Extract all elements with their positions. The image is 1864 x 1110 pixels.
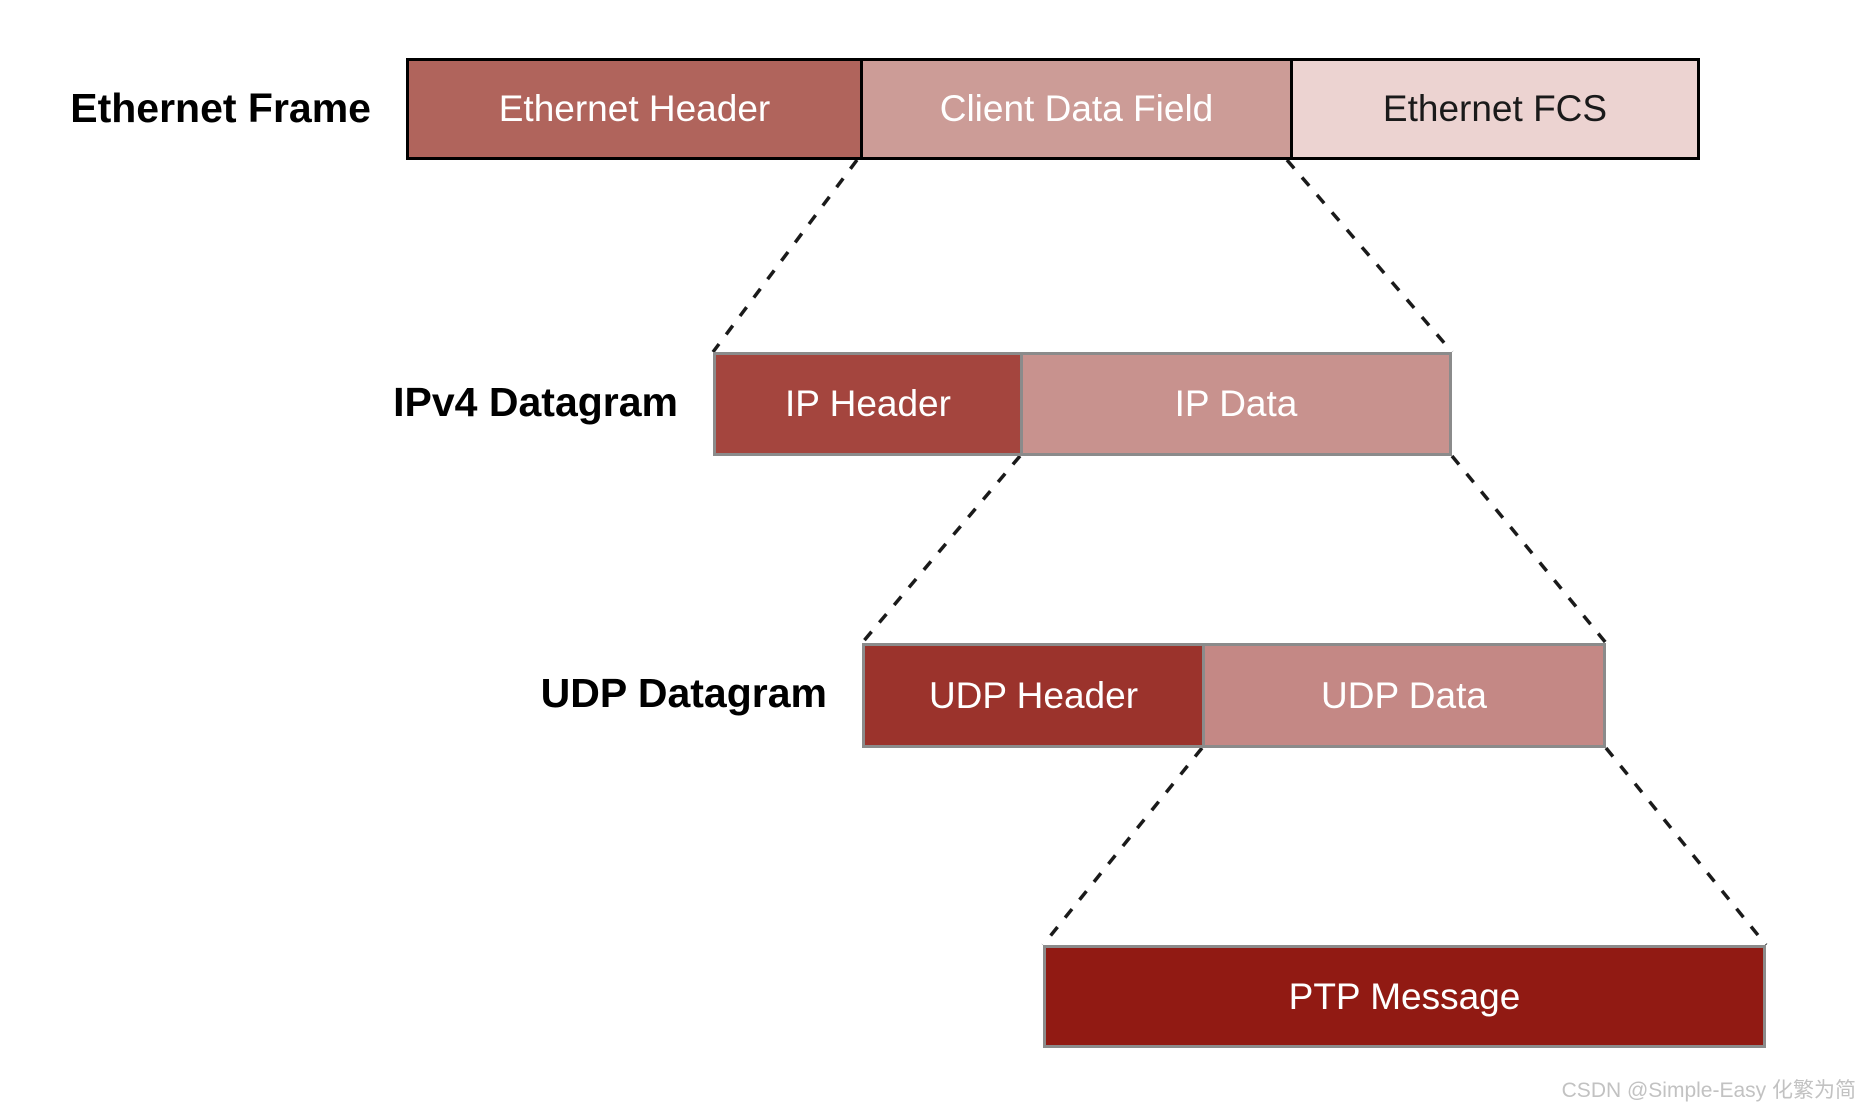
ip-header-segment: IP Header — [716, 355, 1020, 453]
connector-eth-to-ip-right — [1285, 158, 1454, 354]
udp-datagram-bar: UDP Header UDP Data — [862, 643, 1606, 748]
ipv4-datagram-bar: IP Header IP Data — [713, 352, 1452, 456]
ptp-message-bar: PTP Message — [1043, 945, 1766, 1048]
ethernet-frame-bar: Ethernet Header Client Data Field Ethern… — [406, 58, 1700, 160]
connector-eth-to-ip-left — [711, 158, 859, 354]
connector-ip-to-udp-left — [860, 454, 1022, 645]
ethernet-header-segment: Ethernet Header — [409, 61, 860, 157]
ip-data-segment: IP Data — [1020, 355, 1449, 453]
ptp-message-segment: PTP Message — [1046, 948, 1763, 1045]
connector-ip-to-udp-right — [1450, 454, 1608, 645]
connector-udp-to-ptp-left — [1041, 746, 1204, 947]
udp-header-segment: UDP Header — [865, 646, 1202, 745]
ethernet-fcs-segment: Ethernet FCS — [1290, 61, 1697, 157]
ethernet-frame-label: Ethernet Frame — [70, 85, 371, 131]
udp-data-segment: UDP Data — [1202, 646, 1603, 745]
client-data-field-segment: Client Data Field — [860, 61, 1290, 157]
ipv4-datagram-label: IPv4 Datagram — [393, 379, 678, 425]
connector-udp-to-ptp-right — [1604, 746, 1768, 947]
udp-datagram-label: UDP Datagram — [540, 670, 827, 716]
csdn-watermark: CSDN @Simple-Easy 化繁为简 — [1561, 1079, 1856, 1102]
